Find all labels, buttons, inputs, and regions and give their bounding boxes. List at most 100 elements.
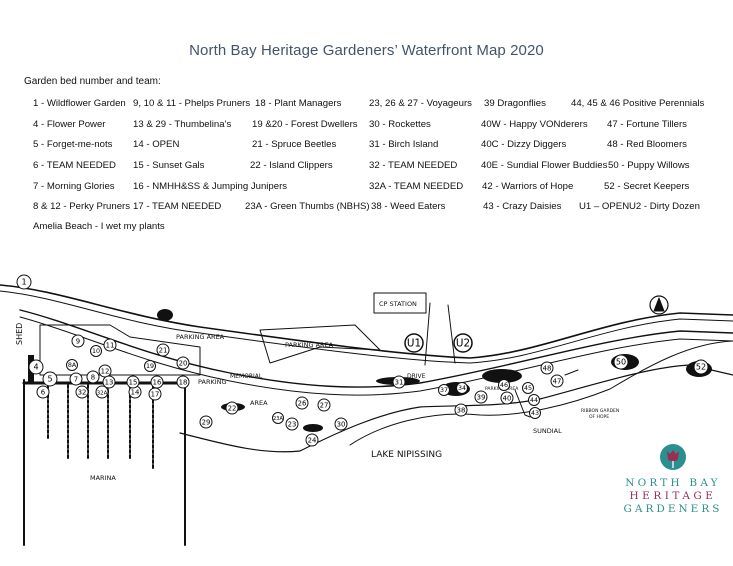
bed-number: 8 <box>91 373 95 381</box>
legend-entry: 48 - Red Bloomers <box>607 139 687 150</box>
map-label-sundial: SUNDIAL <box>533 427 562 435</box>
bed-48: 48 <box>540 361 554 375</box>
bed-number: 32A <box>97 390 108 396</box>
map-label-lake: LAKE NIPISSING <box>371 450 442 460</box>
bed-15: 15 <box>126 375 140 389</box>
bed-50: 50 <box>613 354 629 370</box>
bed-number: 4 <box>33 363 38 372</box>
legend-heading: Garden bed number and team: <box>24 76 161 87</box>
legend-entry: 40E - Sundial Flower Buddies <box>481 160 608 171</box>
legend-entry: 6 - TEAM NEEDED <box>33 160 116 171</box>
legend-entry: 23, 26 & 27 - Voyageurs <box>369 98 472 109</box>
bed-47: 47 <box>550 374 564 388</box>
bed-43: 43 <box>529 407 541 419</box>
bed-23a: 23A <box>272 412 284 424</box>
map-label-area: AREA <box>250 399 268 407</box>
legend-entry: 32 - TEAM NEEDED <box>369 160 458 171</box>
bed-4: 4 <box>28 359 44 375</box>
bed-number: 5 <box>47 375 52 384</box>
bed-number: 39 <box>477 393 486 401</box>
bed-number: 40 <box>503 394 512 402</box>
bed-8: 8 <box>86 370 100 384</box>
bed-8a: 8A <box>66 359 78 371</box>
waterfront-map: PARKING AREA PARKING AREA PARKING AREA P… <box>0 274 733 546</box>
bed-46: 46 <box>498 379 510 391</box>
bed-19: 19 <box>144 360 156 372</box>
bed-number: 23 <box>288 420 297 428</box>
bed-26: 26 <box>295 396 309 410</box>
bed-number: 15 <box>129 378 138 386</box>
legend-entry: 43 - Crazy Daisies <box>483 201 562 212</box>
parking-lot-left <box>39 324 201 376</box>
bed-number: 24 <box>308 436 317 444</box>
bed-number: 1 <box>21 278 26 287</box>
legend-entry: Amelia Beach - I wet my plants <box>33 221 165 232</box>
parking-lot-mid <box>259 324 381 364</box>
bed-34: 34 <box>456 382 468 394</box>
legend-entry: 31 - Birch Island <box>369 139 439 150</box>
bed-21: 21 <box>156 343 170 357</box>
bed-number: 47 <box>553 377 562 385</box>
shoreline-inner <box>349 340 733 446</box>
bed-number: 6 <box>41 388 45 396</box>
bed-29: 29 <box>199 415 213 429</box>
bed-45: 45 <box>522 382 534 394</box>
bed-number: 29 <box>202 418 211 426</box>
legend-entry: 15 - Sunset Gals <box>133 160 205 171</box>
bed-number: 18 <box>179 378 188 386</box>
map-label-parking-area-left: PARKING AREA <box>176 333 225 341</box>
north-arrow-icon <box>649 295 669 315</box>
legend-entry: 14 - OPEN <box>133 139 180 150</box>
bed-number: 13 <box>105 378 114 386</box>
map-label-memorial: MEMORIAL <box>230 373 263 380</box>
bed-number: 30 <box>337 420 346 428</box>
bed-number: 17 <box>151 390 160 398</box>
bed-u1: U1 <box>404 333 424 353</box>
legend-entry: 18 - Plant Managers <box>255 98 342 109</box>
bed-39: 39 <box>474 390 488 404</box>
bed-32: 32 <box>75 385 89 399</box>
bed-number: 23A <box>273 416 283 422</box>
legend-entry: 1 - Wildflower Garden <box>33 98 126 109</box>
bed-20: 20 <box>176 356 190 370</box>
legend-entry: 38 - Weed Eaters <box>371 201 446 212</box>
bed-number: 46 <box>500 382 508 389</box>
bed-30: 30 <box>334 417 348 431</box>
bed-number: 26 <box>298 399 307 407</box>
bed-52: 52 <box>693 359 709 375</box>
bed-27: 27 <box>317 398 331 412</box>
bed-number: 19 <box>146 363 154 370</box>
bed-number: 21 <box>159 346 168 354</box>
bed-5: 5 <box>42 371 58 387</box>
bed-18: 18 <box>176 375 190 389</box>
legend-entry: 22 - Island Clippers <box>250 160 333 171</box>
bed-u2: U2 <box>453 333 473 353</box>
legend-entry: 44, 45 & 46 Positive Perennials <box>571 98 705 109</box>
bed-12: 12 <box>98 364 112 378</box>
bed-number: 14 <box>131 388 140 396</box>
bed-9: 9 <box>71 334 85 348</box>
map-label-drive: DRIVE <box>407 373 426 380</box>
legend-entry: 16 - NMHH&SS & Jumping Junipers <box>133 181 288 192</box>
bed-38: 38 <box>454 403 468 417</box>
bed-13: 13 <box>102 375 116 389</box>
legend: 1 - Wildflower Garden 9, 10 & 11 - Phelp… <box>0 0 733 240</box>
bed-6: 6 <box>36 385 50 399</box>
bed-10: 10 <box>90 345 102 357</box>
tulip-icon <box>660 444 686 470</box>
bed-number: 32 <box>78 388 87 396</box>
bed-number: 52 <box>696 363 706 372</box>
page-title: North Bay Heritage Gardeners’ Waterfront… <box>189 42 544 59</box>
legend-entry: 17 - TEAM NEEDED <box>133 201 222 212</box>
map-label-parking-area-mid: PARKING AREA <box>285 341 334 349</box>
bed-31: 31 <box>392 375 406 389</box>
legend-entry: 50 - Puppy Willows <box>608 160 690 171</box>
bed-number: 9 <box>76 337 80 345</box>
bed-22: 22 <box>225 401 239 415</box>
bed-number: 48 <box>543 364 552 372</box>
bed-16: 16 <box>150 375 164 389</box>
bed-number: 44 <box>530 397 538 404</box>
legend-entry: 47 - Fortune Tillers <box>607 119 687 130</box>
memorial-drive <box>19 309 733 388</box>
